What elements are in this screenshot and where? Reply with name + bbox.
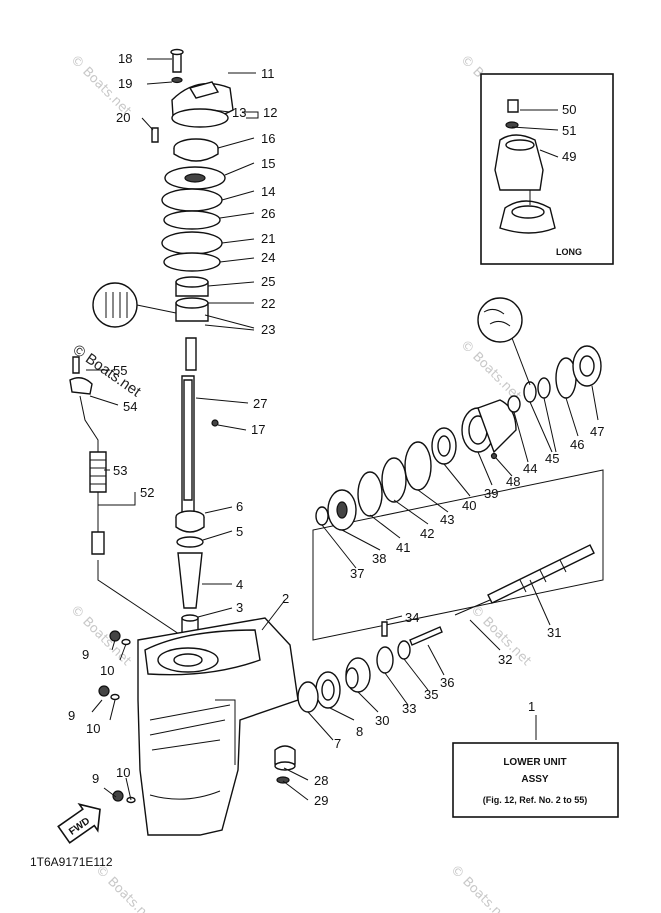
callout-7: 7 xyxy=(334,736,341,751)
water-pump-stack xyxy=(92,48,234,328)
shift-rod-group xyxy=(69,356,186,639)
callout-26: 26 xyxy=(261,206,275,221)
watermark-text: © Boats.net xyxy=(447,862,514,913)
callout-31: 31 xyxy=(547,625,561,640)
callout-43: 43 xyxy=(440,512,454,527)
fwd-arrow: FWD xyxy=(57,803,101,844)
callout-21: 21 xyxy=(261,231,275,246)
callout-17: 17 xyxy=(251,422,265,437)
callout-29: 29 xyxy=(314,793,328,808)
callout-12: 12 xyxy=(263,105,277,120)
callout-32: 32 xyxy=(498,652,512,667)
drive-shaft-group xyxy=(175,337,219,635)
callout-16: 16 xyxy=(261,131,275,146)
callout-10b: 10 xyxy=(86,721,100,736)
watermark-text: © Boats.net xyxy=(92,862,159,913)
callout-6: 6 xyxy=(236,499,243,514)
callout-labels: 1 2 3 4 5 6 7 8 9 9 9 10 10 10 11 12 13 … xyxy=(68,51,604,808)
callout-27: 27 xyxy=(253,396,267,411)
callout-50: 50 xyxy=(562,102,576,117)
callout-42: 42 xyxy=(420,526,434,541)
long-shaft-inset: LONG xyxy=(480,73,614,265)
callout-47: 47 xyxy=(590,424,604,439)
callout-9c: 9 xyxy=(92,771,99,786)
watermark-text: © Boats.net xyxy=(457,337,524,404)
callout-39: 39 xyxy=(484,486,498,501)
callout-52: 52 xyxy=(140,485,154,500)
callout-19: 19 xyxy=(118,76,132,91)
callout-9a: 9 xyxy=(82,647,89,662)
callout-9b: 9 xyxy=(68,708,75,723)
callout-8: 8 xyxy=(356,724,363,739)
callout-44: 44 xyxy=(523,461,537,476)
callout-45: 45 xyxy=(545,451,559,466)
callout-30: 30 xyxy=(375,713,389,728)
callout-46: 46 xyxy=(570,437,584,452)
callout-20: 20 xyxy=(116,110,130,125)
callout-15: 15 xyxy=(261,156,275,171)
callout-5: 5 xyxy=(236,524,243,539)
callout-40: 40 xyxy=(462,498,476,513)
callout-51: 51 xyxy=(562,123,576,138)
gear-case xyxy=(137,617,299,836)
callout-23: 23 xyxy=(261,322,275,337)
callout-24: 24 xyxy=(261,250,275,265)
callout-49: 49 xyxy=(562,149,576,164)
callout-11: 11 xyxy=(261,66,275,81)
callout-35: 35 xyxy=(424,687,438,702)
callout-33: 33 xyxy=(402,701,416,716)
callout-25: 25 xyxy=(261,274,275,289)
callout-1: 1 xyxy=(528,699,535,714)
callout-28: 28 xyxy=(314,773,328,788)
screws-washers xyxy=(98,630,136,804)
callout-4: 4 xyxy=(236,577,243,592)
callout-53: 53 xyxy=(113,463,127,478)
callout-14: 14 xyxy=(261,184,275,199)
callout-34: 34 xyxy=(405,610,419,625)
callout-55: 55 xyxy=(113,363,127,378)
assembly-reference: (Fig. 12, Ref. No. 2 to 55) xyxy=(483,795,588,805)
callout-41: 41 xyxy=(396,540,410,555)
watermark-text: © Boats.net xyxy=(67,602,134,669)
figure-code: 1T6A9171E112 xyxy=(30,855,113,869)
callout-2: 2 xyxy=(282,591,289,606)
callout-10c: 10 xyxy=(116,765,130,780)
callout-22: 22 xyxy=(261,296,275,311)
assembly-subtitle: ASSY xyxy=(521,774,549,785)
leader-lines xyxy=(86,58,599,801)
callout-48: 48 xyxy=(506,474,520,489)
assembly-box: LOWER UNIT ASSY (Fig. 12, Ref. No. 2 to … xyxy=(452,742,619,818)
callout-3: 3 xyxy=(236,600,243,615)
callout-36: 36 xyxy=(440,675,454,690)
callout-18: 18 xyxy=(118,51,132,66)
callout-10a: 10 xyxy=(100,663,114,678)
propeller-shaft-group xyxy=(297,297,604,713)
inset-label: LONG xyxy=(556,247,582,257)
anode-group xyxy=(274,745,296,784)
assembly-title: LOWER UNIT xyxy=(503,757,566,768)
callout-37: 37 xyxy=(350,566,364,581)
callout-13: 13 xyxy=(232,105,246,120)
callout-38: 38 xyxy=(372,551,386,566)
callout-54: 54 xyxy=(123,399,137,414)
